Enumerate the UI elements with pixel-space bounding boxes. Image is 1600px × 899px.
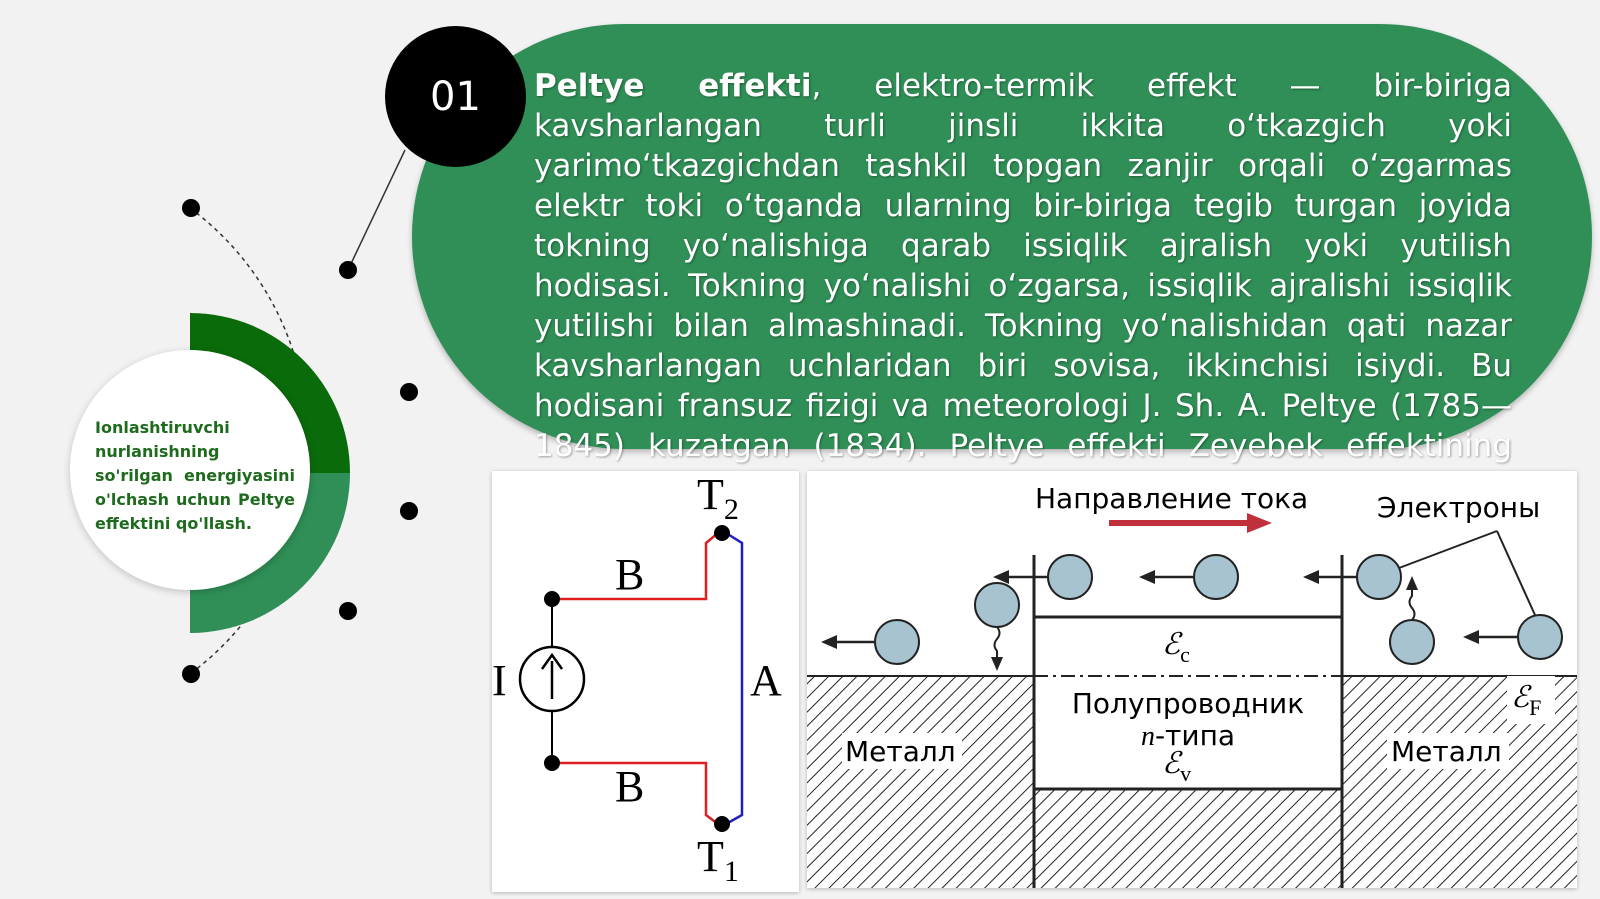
current-direction-label: Направление тока [1035,482,1308,515]
electron [974,582,1020,628]
semiconductor-label-line1: Полупроводник [1072,687,1304,720]
electron [1193,554,1239,600]
arrow-down-icon [991,657,1003,671]
description-body: , elektro-termik effekt — bir-biriga kav… [534,68,1512,504]
electron-transition-up [1408,586,1416,621]
arrow-up-icon [1406,576,1418,590]
conduction-level-label: ℰc [1162,628,1190,667]
metal-right-label-bg [1387,733,1509,769]
electron-transition-down [993,626,1001,661]
metal-right-label: Металл [1391,735,1502,768]
band-svg: Направление тока Электроны Металл Металл… [807,482,1577,888]
side-caption: Ionlashtiruvchi nurlanishning so'rilgan … [95,418,295,533]
arrow-left-icon [821,635,837,649]
fermi-label-bg [1507,676,1555,724]
electrons-pointer [1398,530,1498,569]
arrow-left-icon [993,570,1009,584]
wire-b-top [552,532,719,601]
electron [1389,619,1435,665]
wire-a [725,531,744,826]
wire-b-bottom [552,761,719,825]
arrow-right-icon [1247,513,1272,533]
timeline-dot [400,502,418,520]
junction-t1-dot [714,816,730,832]
junction-t2-dot [714,525,730,541]
electrons-pointer [1496,530,1536,616]
label-wire-b-bottom: B [615,762,644,811]
description-bubble [412,24,1592,449]
current-source-symbol [518,645,586,713]
label-current: I [492,656,507,705]
connector-line [347,149,406,271]
electron [1047,554,1093,600]
node-dot [544,591,560,607]
electron [874,619,920,665]
description-text: Peltye effekti, elektro-termik effekt — … [534,66,1512,506]
valence-band-region [1034,789,1342,888]
metal-left-label-bg [842,733,962,769]
timeline-dot [182,665,200,683]
peltier-circuit-diagram: I B B A T2 T1 [492,470,799,892]
metal-left-label: Металл [845,735,956,768]
circuit-svg: I B B A T2 T1 [492,470,782,888]
fermi-level-label: ℰF [1511,681,1541,720]
node-dot [544,755,560,771]
step-number-badge: 01 [385,26,526,167]
timeline-dot [182,199,200,217]
band-gap-region [1034,679,1342,789]
description-term: Peltye effekti [534,68,812,104]
side-circle [70,350,310,590]
timeline-dot [400,383,418,401]
energy-band-diagram: Направление тока Электроны Металл Металл… [807,471,1577,888]
electron [1517,614,1563,660]
timeline-dot [339,261,357,279]
metal-left-region [807,676,1034,888]
arrow-up-icon [540,652,564,670]
timeline-dot [339,602,357,620]
semiconductor-label-line2: n-типа [1141,719,1235,752]
label-junction-t2: T2 [697,471,739,526]
label-wire-b-top: B [615,550,644,599]
arrow-left-icon [1303,570,1319,584]
arrow-left-icon [1463,630,1479,644]
valence-level-label: ℰv [1162,747,1191,786]
electron [1356,554,1402,600]
arrow-left-icon [1139,570,1155,584]
electrons-label: Электроны [1377,491,1540,524]
label-wire-a: A [750,656,782,705]
label-junction-t1: T1 [697,832,739,888]
